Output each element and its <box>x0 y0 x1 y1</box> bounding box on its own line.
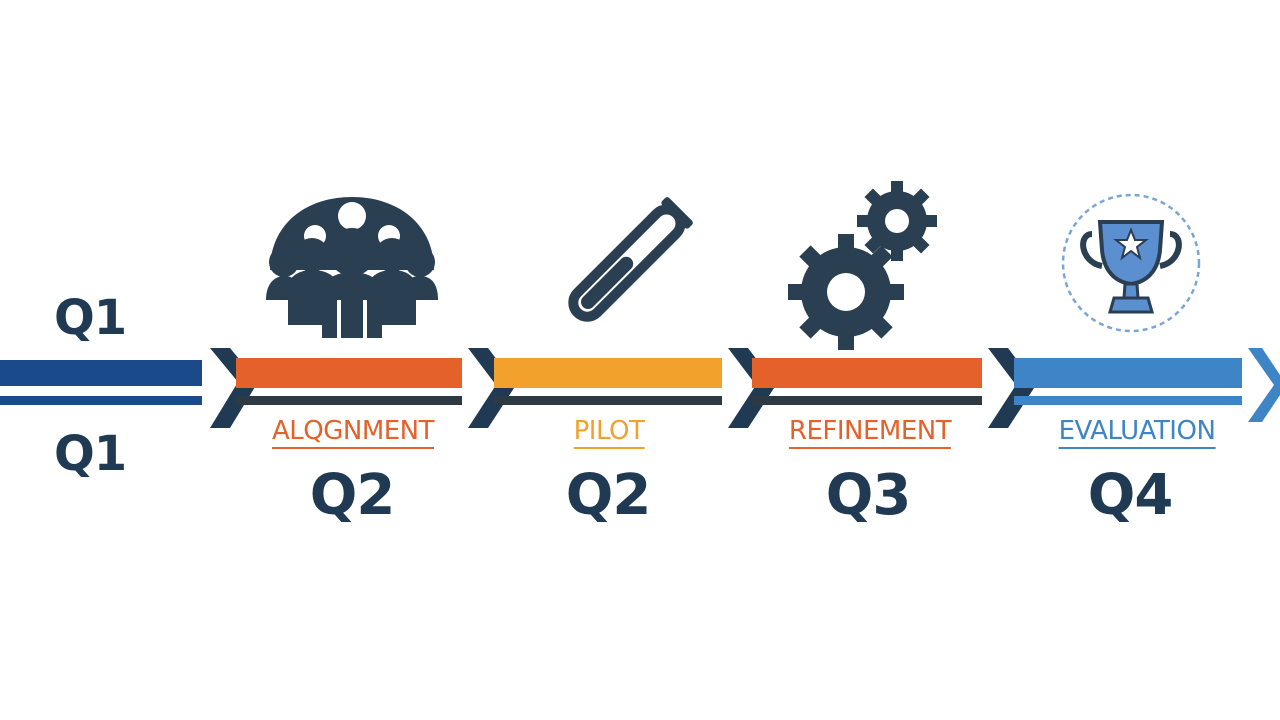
quarter-label-alignment: Q2 <box>309 463 396 528</box>
q1-label-bottom: Q1 <box>54 426 127 482</box>
team-icon <box>266 197 438 338</box>
stage-label-evaluation: EVALUATION <box>1058 418 1216 449</box>
stage-label-pilot: PILOT <box>573 418 645 449</box>
quarter-label-pilot: Q2 <box>565 463 652 528</box>
segment-pilot <box>494 358 722 405</box>
quarter-label-evaluation: Q4 <box>1087 463 1174 528</box>
segment-refinement <box>752 358 982 405</box>
stage-label-alignment: ALQGNMENT <box>271 418 435 449</box>
test-tube-icon <box>568 197 693 322</box>
chevron-arrow-end <box>1248 348 1280 422</box>
stage-label-refinement: REFINEMENT <box>788 418 952 449</box>
quarter-label-refinement: Q3 <box>825 463 912 528</box>
gears-icon <box>788 181 937 350</box>
segment-evaluation <box>1014 358 1242 405</box>
lead-segment <box>0 360 202 405</box>
segment-alignment <box>236 358 462 405</box>
trophy-icon <box>1061 193 1201 333</box>
q1-label-top: Q1 <box>54 290 127 346</box>
